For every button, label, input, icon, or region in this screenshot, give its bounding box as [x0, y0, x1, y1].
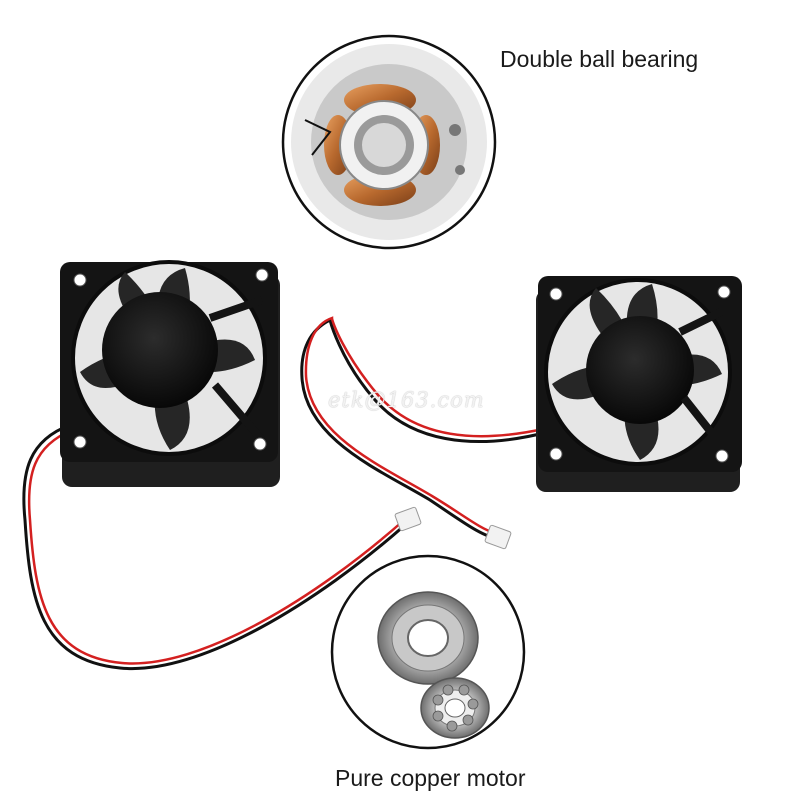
watermark-text: etk@163.com [328, 388, 485, 412]
wire-harness [22, 316, 549, 671]
cooling-fan-right [536, 276, 742, 492]
ball-bearing-closeup [330, 554, 526, 750]
motor-caption: Pure copper motor [335, 765, 526, 791]
bearing-caption: Double ball bearing [500, 46, 699, 72]
stator-motor-closeup [281, 34, 497, 250]
cooling-fan-left [60, 260, 280, 487]
wire-connector [394, 506, 512, 550]
